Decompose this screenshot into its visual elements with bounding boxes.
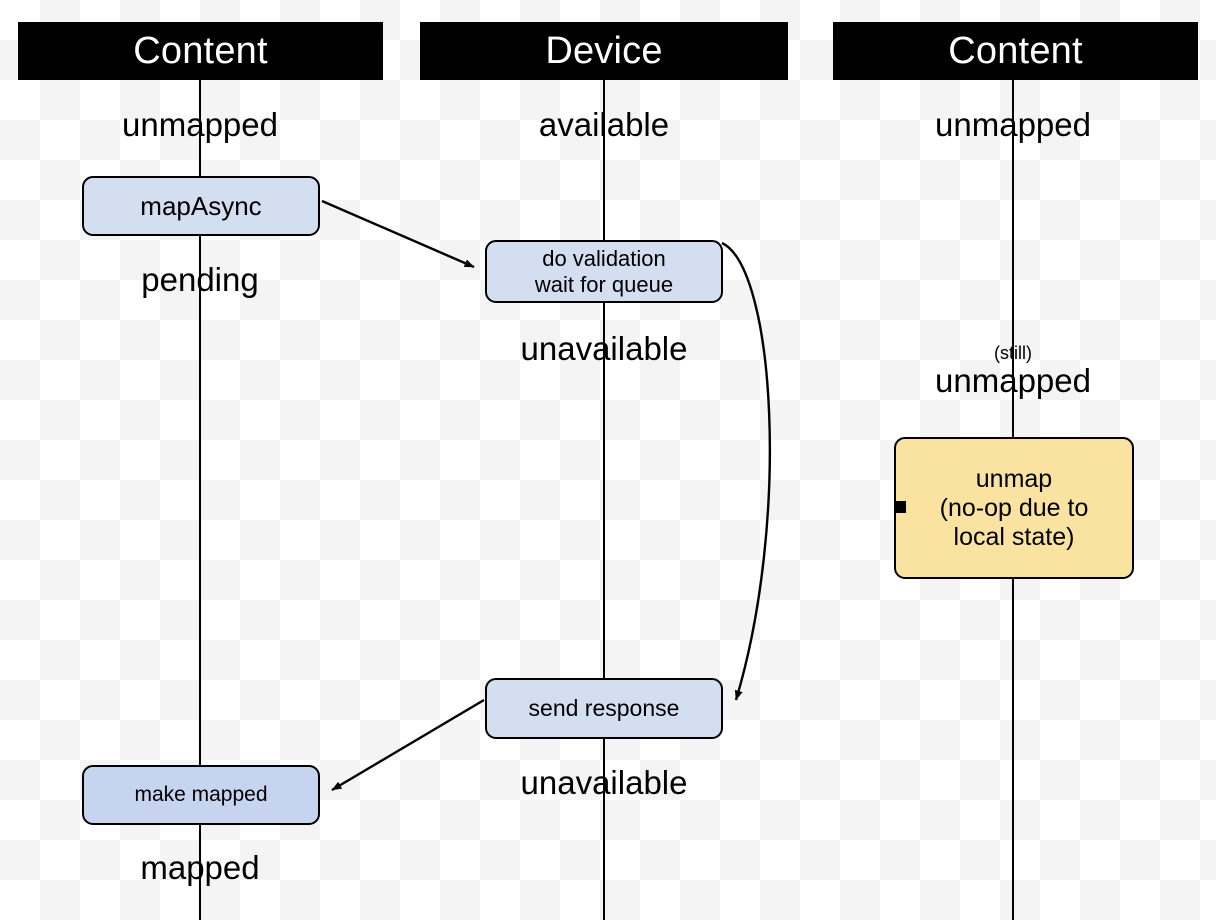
participant-header-device[interactable]: Device xyxy=(420,22,788,80)
state-label-text: unmapped xyxy=(122,106,278,143)
state-label-device-available: available xyxy=(404,106,804,143)
state-label-left-unmapped: unmapped xyxy=(0,106,400,143)
state-label-text: unavailable xyxy=(520,330,688,367)
node-label: send response xyxy=(528,695,680,722)
node-send-response[interactable]: send response xyxy=(485,678,723,739)
participant-title: Content xyxy=(133,30,268,72)
node-label-line-2: wait for queue xyxy=(534,271,674,297)
node-label: unmap (no-op due to local state) xyxy=(940,465,1089,552)
node-label-line-1: do validation xyxy=(542,245,666,271)
node-label-line-2: (no-op due to xyxy=(939,493,1089,522)
state-label-text: unmapped xyxy=(935,106,1091,143)
lifeline-device xyxy=(603,80,605,920)
node-make-mapped[interactable]: make mapped xyxy=(82,765,320,825)
node-map-async[interactable]: mapAsync xyxy=(82,176,320,236)
state-label-device-unavailable-second: unavailable xyxy=(404,764,804,801)
node-do-validation[interactable]: do validation wait for queue xyxy=(485,240,723,303)
edge-map-async-to-do-validation xyxy=(321,199,475,269)
state-label-text: mapped xyxy=(140,849,260,886)
state-label-right-still-unmapped: (still) unmapped xyxy=(813,343,1213,399)
state-label-left-pending: pending xyxy=(0,261,400,298)
participant-header-content-left[interactable]: Content xyxy=(18,22,383,80)
node-unmap[interactable]: unmap (no-op due to local state) xyxy=(894,437,1134,579)
state-label-text: unavailable xyxy=(520,764,688,801)
participant-title: Content xyxy=(948,30,1083,72)
state-label-qualifier: (still) xyxy=(994,343,1032,363)
state-label-left-mapped: mapped xyxy=(0,849,400,886)
unmap-entry-marker-icon xyxy=(894,501,906,513)
lifeline-content-left xyxy=(199,80,201,920)
participant-header-content-right[interactable]: Content xyxy=(833,22,1198,80)
node-label: do validation wait for queue xyxy=(535,246,673,297)
node-label-line-1: unmap xyxy=(975,464,1053,493)
node-label-line-3: local state) xyxy=(953,522,1075,551)
state-label-right-unmapped: unmapped xyxy=(813,106,1213,143)
participant-title: Device xyxy=(545,30,663,72)
state-label-text: available xyxy=(538,106,670,143)
state-label-text: pending xyxy=(141,261,259,298)
node-label: make mapped xyxy=(134,782,268,806)
state-label-device-unavailable-first: unavailable xyxy=(404,330,804,367)
edge-do-validation-to-send-response xyxy=(721,241,772,701)
state-label-text: unmapped xyxy=(935,361,1091,399)
node-label: mapAsync xyxy=(140,190,262,221)
